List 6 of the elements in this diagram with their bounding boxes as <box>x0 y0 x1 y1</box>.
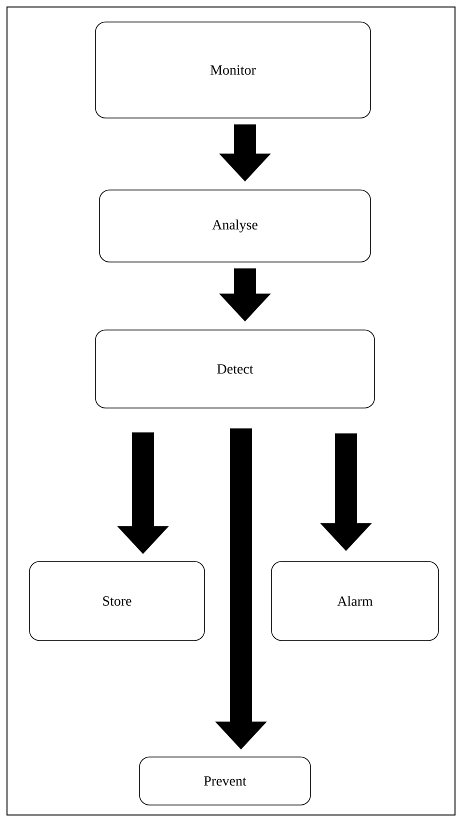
process-box: Store <box>29 561 205 641</box>
process-box: Detect <box>95 330 375 408</box>
process-box: Analyse <box>99 190 371 262</box>
process-box: Alarm <box>271 561 439 641</box>
process-box: Prevent <box>139 756 311 806</box>
process-box: Monitor <box>95 22 371 118</box>
